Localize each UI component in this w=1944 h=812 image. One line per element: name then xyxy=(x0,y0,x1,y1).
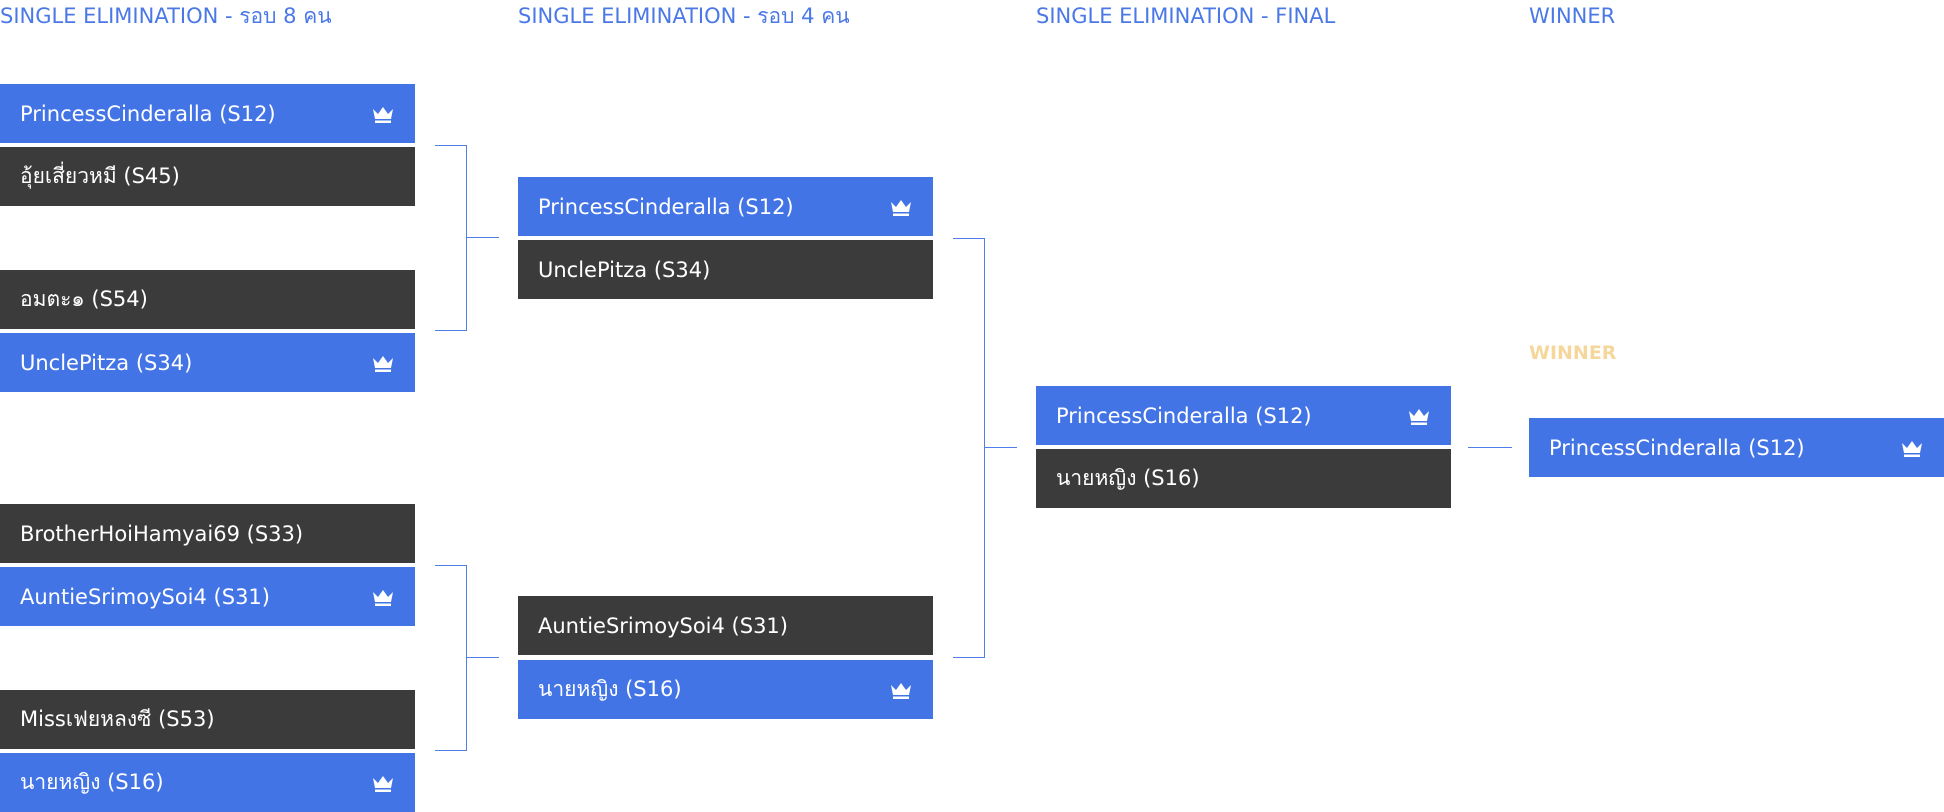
player-name: นายหญิง (S16) xyxy=(1056,466,1200,490)
winner-label: WINNER xyxy=(1529,342,1617,364)
crown-icon xyxy=(371,353,395,373)
final-slot-1[interactable]: PrincessCinderalla (S12) xyxy=(1036,386,1451,445)
player-name: PrincessCinderalla (S12) xyxy=(20,101,276,126)
round8-slot-8[interactable]: นายหญิง (S16) xyxy=(0,753,415,812)
player-name: อมตะ๑ (S54) xyxy=(20,287,148,311)
round4-slot-2[interactable]: UnclePitza (S34) xyxy=(518,240,933,299)
player-name: PrincessCinderalla (S12) xyxy=(1549,435,1805,460)
heading-final: SINGLE ELIMINATION - FINAL xyxy=(1036,4,1336,28)
round8-slot-2[interactable]: อุ้ยเสี่ยวหมี (S45) xyxy=(0,147,415,206)
heading-round-of-8: SINGLE ELIMINATION - รอบ 8 คน xyxy=(0,4,332,28)
heading-round-of-4: SINGLE ELIMINATION - รอบ 4 คน xyxy=(518,4,850,28)
player-name: นายหญิง (S16) xyxy=(20,770,164,794)
player-name: Missเฟยหลงซี (S53) xyxy=(20,707,215,731)
bracket-connector xyxy=(985,447,1017,448)
bracket-connector xyxy=(435,565,467,751)
round8-slot-3[interactable]: อมตะ๑ (S54) xyxy=(0,270,415,329)
round8-slot-4[interactable]: UnclePitza (S34) xyxy=(0,333,415,392)
crown-icon xyxy=(1407,406,1431,426)
crown-icon xyxy=(371,104,395,124)
bracket-connector xyxy=(1468,447,1512,448)
player-name: UnclePitza (S34) xyxy=(538,257,711,282)
round4-slot-3[interactable]: AuntieSrimoySoi4 (S31) xyxy=(518,596,933,655)
player-name: อุ้ยเสี่ยวหมี (S45) xyxy=(20,164,180,188)
bracket-connector xyxy=(953,238,985,658)
champion-slot[interactable]: PrincessCinderalla (S12) xyxy=(1529,418,1944,477)
player-name: UnclePitza (S34) xyxy=(20,350,193,375)
crown-icon xyxy=(371,773,395,793)
player-name: AuntieSrimoySoi4 (S31) xyxy=(538,613,788,638)
final-slot-2[interactable]: นายหญิง (S16) xyxy=(1036,449,1451,508)
round4-slot-4[interactable]: นายหญิง (S16) xyxy=(518,660,933,719)
bracket-connector xyxy=(467,237,499,238)
player-name: BrotherHoiHamyai69 (S33) xyxy=(20,521,304,546)
round8-slot-5[interactable]: BrotherHoiHamyai69 (S33) xyxy=(0,504,415,563)
crown-icon xyxy=(1900,438,1924,458)
player-name: นายหญิง (S16) xyxy=(538,677,682,701)
crown-icon xyxy=(889,197,913,217)
crown-icon xyxy=(371,587,395,607)
crown-icon xyxy=(889,680,913,700)
bracket-connector xyxy=(467,657,499,658)
round4-slot-1[interactable]: PrincessCinderalla (S12) xyxy=(518,177,933,236)
player-name: AuntieSrimoySoi4 (S31) xyxy=(20,584,270,609)
heading-winner: WINNER xyxy=(1529,4,1616,28)
bracket-connector xyxy=(435,145,467,331)
round8-slot-1[interactable]: PrincessCinderalla (S12) xyxy=(0,84,415,143)
round8-slot-7[interactable]: Missเฟยหลงซี (S53) xyxy=(0,690,415,749)
player-name: PrincessCinderalla (S12) xyxy=(1056,403,1312,428)
player-name: PrincessCinderalla (S12) xyxy=(538,194,794,219)
round8-slot-6[interactable]: AuntieSrimoySoi4 (S31) xyxy=(0,567,415,626)
